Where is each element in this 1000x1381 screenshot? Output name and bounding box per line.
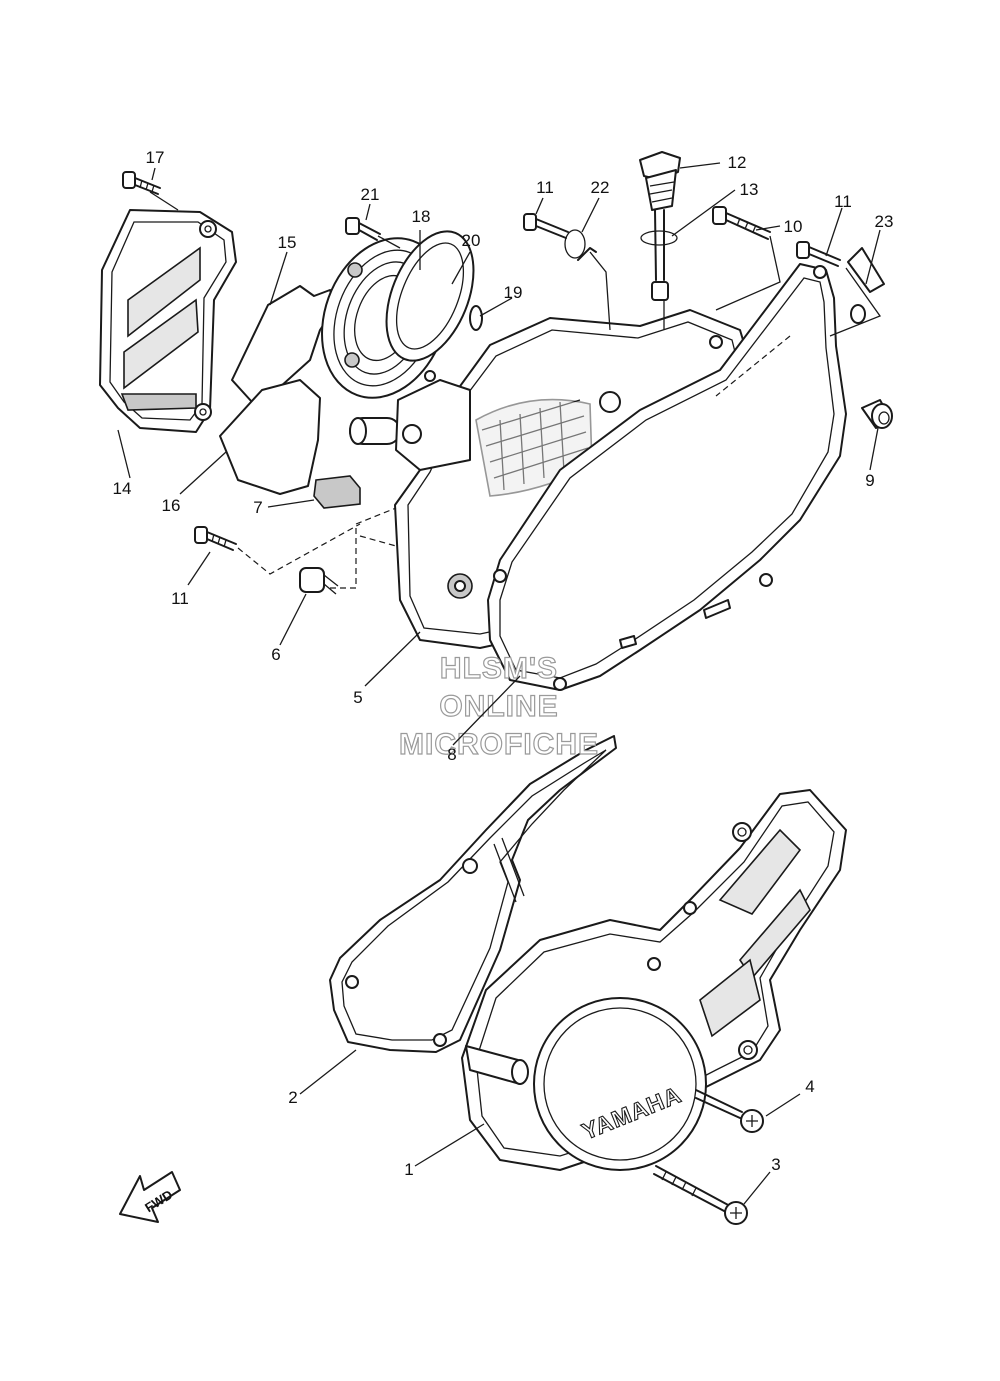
watermark-line-1: HLSM'S bbox=[440, 652, 558, 685]
callout-13: 13 bbox=[740, 180, 759, 199]
callout-1: 1 bbox=[404, 1160, 413, 1179]
part-11-bolt-top bbox=[523, 213, 569, 239]
callout-16: 16 bbox=[162, 496, 181, 515]
watermark-line-2: ONLINE bbox=[439, 690, 558, 723]
callout-11-top: 11 bbox=[536, 178, 554, 197]
callout-23: 23 bbox=[875, 212, 894, 231]
callout-20: 20 bbox=[462, 231, 481, 250]
callout-10: 10 bbox=[784, 217, 803, 236]
callouts: 17 21 18 20 19 15 11 22 12 13 10 11 23 9… bbox=[113, 148, 894, 1179]
callout-7: 7 bbox=[253, 498, 262, 517]
part-20-ring bbox=[385, 230, 475, 362]
part-11-bolt-left bbox=[194, 526, 237, 551]
callout-3: 3 bbox=[771, 1155, 780, 1174]
callout-6: 6 bbox=[271, 645, 280, 664]
callout-17: 17 bbox=[146, 148, 165, 167]
watermark-line-3: MICROFICHE bbox=[399, 728, 599, 761]
part-4-screw bbox=[695, 1089, 764, 1133]
callout-22: 22 bbox=[591, 178, 610, 197]
part-1-case-cover: YAMAHA bbox=[461, 789, 847, 1171]
part-10-bolt bbox=[712, 206, 771, 240]
callout-19: 19 bbox=[504, 283, 523, 302]
fwd-arrow-icon: FWD bbox=[119, 1171, 181, 1223]
part-21-bolt bbox=[345, 217, 381, 241]
callout-5: 5 bbox=[353, 688, 362, 707]
callout-15: 15 bbox=[278, 233, 297, 252]
callout-11-right: 11 bbox=[834, 192, 852, 211]
part-19-pin bbox=[469, 305, 483, 331]
part-17-bolt bbox=[122, 171, 161, 195]
part-2-gasket bbox=[329, 735, 617, 1053]
callout-12: 12 bbox=[728, 153, 747, 172]
part-9-cap bbox=[861, 399, 893, 429]
callout-11-left: 11 bbox=[171, 589, 189, 608]
part-16-gasket bbox=[219, 379, 321, 495]
callout-18: 18 bbox=[412, 207, 431, 226]
callout-9: 9 bbox=[865, 471, 874, 490]
callout-21: 21 bbox=[361, 185, 380, 204]
leader-lines bbox=[117, 162, 881, 1205]
part-22-clip bbox=[564, 229, 597, 261]
part-11-bolt-right bbox=[796, 241, 841, 267]
part-3-screw bbox=[653, 1165, 748, 1225]
alignment-lines bbox=[149, 191, 882, 589]
part-13-dipstick-rod bbox=[640, 209, 678, 301]
part-23-bracket bbox=[847, 247, 885, 324]
part-6-plug bbox=[299, 567, 339, 595]
callout-8: 8 bbox=[447, 745, 456, 764]
watermark: HLSM'S ONLINE MICROFICHE bbox=[398, 651, 599, 761]
part-8-gasket bbox=[487, 263, 847, 691]
callout-4: 4 bbox=[805, 1077, 814, 1096]
part-7-block bbox=[313, 475, 361, 509]
part-12-dipstick-cap bbox=[639, 151, 681, 211]
part-14-outer-cover bbox=[99, 209, 237, 433]
callout-14: 14 bbox=[113, 479, 132, 498]
callout-2: 2 bbox=[288, 1088, 297, 1107]
